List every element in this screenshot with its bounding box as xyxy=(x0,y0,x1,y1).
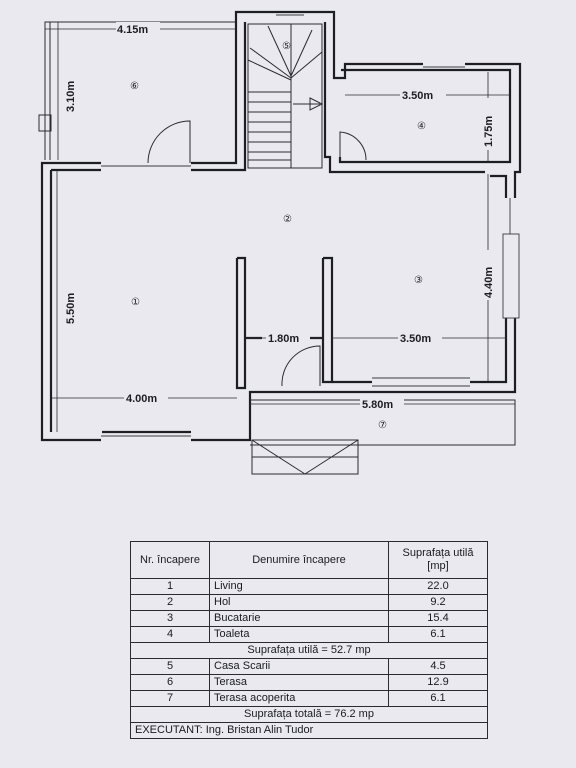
row-number: 4 xyxy=(130,626,210,643)
row-area: 6.1 xyxy=(388,690,488,707)
usable-area-subtotal: Suprafața utilă = 52.7 mp xyxy=(130,642,488,659)
floor-plan: 4.15m 3.10m 3.50m 1.75m 4.40m 5.50m 1.80… xyxy=(38,10,522,475)
row-number: 7 xyxy=(130,690,210,707)
row-area: 6.1 xyxy=(388,626,488,643)
room-marker-2: ② xyxy=(283,214,292,225)
exterior-walls xyxy=(40,10,522,442)
row-area: 15.4 xyxy=(388,610,488,627)
dim-living-depth: 5.50m xyxy=(65,293,77,324)
row-name: Hol xyxy=(209,594,389,611)
dim-terrace-depth: 3.10m xyxy=(65,81,77,112)
room-marker-6: ⑥ xyxy=(130,81,139,92)
doors xyxy=(147,120,367,387)
windows xyxy=(101,14,520,437)
row-name: Toaleta xyxy=(209,626,389,643)
header-room-name: Denumire încapere xyxy=(209,541,389,579)
room-area-table: Nr. încapere Denumire încapere Suprafața… xyxy=(130,541,488,739)
row-name: Casa Scarii xyxy=(209,658,389,675)
table-row: 5 Casa Scarii 4.5 xyxy=(130,658,488,675)
row-name: Terasa xyxy=(209,674,389,691)
dim-hall-width: 1.80m xyxy=(268,333,299,345)
header-room-number: Nr. încapere xyxy=(130,541,210,579)
total-row: Suprafața totală = 76.2 mp xyxy=(130,706,488,723)
dim-kitchen-width: 3.50m xyxy=(400,333,431,345)
row-name: Living xyxy=(209,578,389,595)
row-number: 5 xyxy=(130,658,210,675)
row-area: 9.2 xyxy=(388,594,488,611)
table-row: 7 Terasa acoperita 6.1 xyxy=(130,690,488,707)
row-area: 12.9 xyxy=(388,674,488,691)
dim-wc-depth: 1.75m xyxy=(483,116,495,147)
interior-walls xyxy=(235,256,334,390)
executant-row: EXECUTANT: Ing. Bristan Alin Tudor xyxy=(130,722,488,739)
dim-living-width: 4.00m xyxy=(126,393,157,405)
dim-kitchen-depth: 4.40m xyxy=(483,267,495,298)
dim-terrace-width: 4.15m xyxy=(117,24,148,36)
total-area: Suprafața totală = 76.2 mp xyxy=(130,706,488,723)
row-name: Bucatarie xyxy=(209,610,389,627)
table-row: 1 Living 22.0 xyxy=(130,578,488,595)
table-row: 6 Terasa 12.9 xyxy=(130,674,488,691)
row-number: 3 xyxy=(130,610,210,627)
row-area: 22.0 xyxy=(388,578,488,595)
room-marker-3: ③ xyxy=(414,275,423,286)
table-header-row: Nr. încapere Denumire încapere Suprafața… xyxy=(130,541,488,579)
table-row: 3 Bucatarie 15.4 xyxy=(130,610,488,627)
dimension-lines xyxy=(45,22,515,432)
room-marker-7: ⑦ xyxy=(378,420,387,431)
room-marker-5: ⑤ xyxy=(282,41,291,52)
row-name: Terasa acoperita xyxy=(209,690,389,707)
header-usable-area: Suprafața utilă [mp] xyxy=(388,541,488,579)
row-number: 2 xyxy=(130,594,210,611)
dim-wc-width: 3.50m xyxy=(402,90,433,102)
table-row: 2 Hol 9.2 xyxy=(130,594,488,611)
row-number: 6 xyxy=(130,674,210,691)
dim-covered-terrace-width: 5.80m xyxy=(362,399,393,411)
executant-name: EXECUTANT: Ing. Bristan Alin Tudor xyxy=(130,722,488,739)
table-row: 4 Toaleta 6.1 xyxy=(130,626,488,643)
subtotal-row: Suprafața utilă = 52.7 mp xyxy=(130,642,488,659)
room-marker-4: ④ xyxy=(417,121,426,132)
row-area: 4.5 xyxy=(388,658,488,675)
terrace-outline xyxy=(38,21,236,160)
covered-terrace xyxy=(250,399,516,475)
staircase xyxy=(247,23,324,169)
room-marker-1: ① xyxy=(131,297,140,308)
row-number: 1 xyxy=(130,578,210,595)
